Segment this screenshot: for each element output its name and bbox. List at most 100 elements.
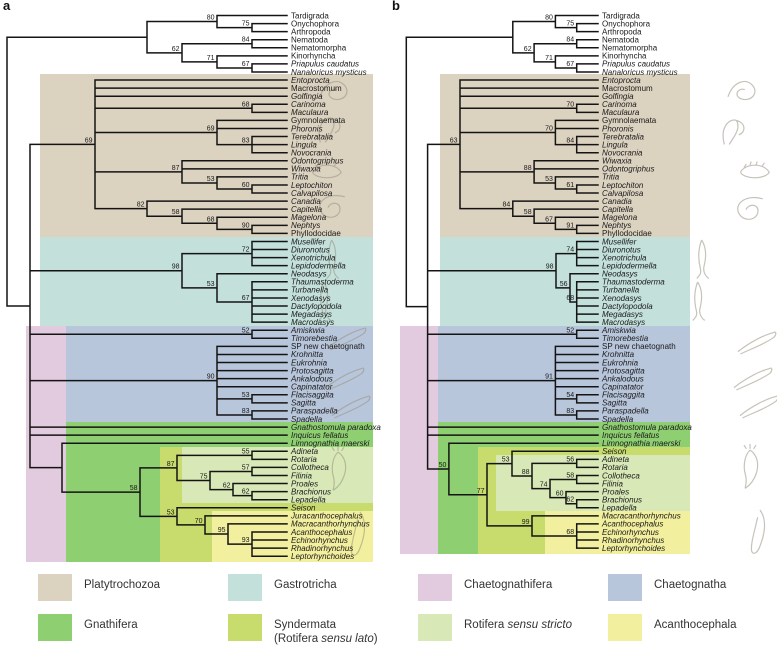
taxon-label: Krohnitta [602,350,635,359]
taxon-label: Nematoda [291,36,328,45]
taxon-label: Brachionus [291,487,331,496]
support-value: 98 [172,264,180,271]
taxon-label: Carinoma [602,100,637,109]
taxon-label: Calvapilosa [291,189,333,198]
taxon-label: Macrodasys [602,318,645,327]
arrow-worm-silhouette [327,327,367,351]
annelid-coil-silhouette [319,195,345,218]
taxon-label: Gymnolaemata [602,116,657,125]
legend-label: Acanthocephala [654,619,737,631]
taxon-label: Onychophora [291,19,340,28]
taxon-label: Arthropoda [602,27,642,36]
tree-b-support-values: 7580846771627084706153889167588463746856… [439,15,575,536]
support-value: 58 [172,209,180,216]
clade-block-chaetognathifera [400,326,438,554]
support-value: 70 [195,518,203,525]
taxon-label: Nematomorpha [602,44,658,53]
support-value: 84 [242,37,250,44]
taxon-label: Terebratalia [602,132,645,141]
panel-label-b: b [392,0,400,13]
support-value: 53 [242,392,250,399]
taxon-label: Gnathostomula paradoxa [602,423,692,432]
taxon-label: Novocrania [602,148,643,157]
support-value: 87 [172,165,180,172]
taxon-label: Macracanthorhynchus [291,520,370,529]
taxon-label: Krohnitta [291,350,324,359]
legend-label: Gnathifera [84,619,138,631]
support-value: 87 [167,461,175,468]
legend-label: Platytrochozoa [84,579,161,591]
support-value: 83 [242,408,250,415]
taxon-label: Golfingia [291,92,323,101]
taxon-label: Turbanella [602,286,640,295]
taxon-label: Leptochiton [291,181,333,190]
tree-a-branches [6,14,288,557]
support-value: 55 [242,448,250,455]
support-value: 52 [242,327,250,334]
taxon-label: Limnognathia maerski [602,439,680,448]
legend-swatch-acanthocephala [608,614,642,641]
taxon-label: Nanaloricus mysticus [291,68,367,77]
taxon-label: Neodasys [602,270,638,279]
clade-block-chaetognatha [66,326,373,422]
support-value: 91 [566,222,574,229]
support-value: 62 [566,497,574,504]
support-value: 68 [242,101,250,108]
support-value: 83 [242,138,250,145]
taxon-label: Musellifer [291,237,326,246]
taxon-label: Amiskwia [290,326,325,335]
support-value: 60 [242,182,250,189]
support-value: 98 [546,264,554,271]
arrow-worm-silhouette [733,367,773,391]
taxon-label: Tritia [602,173,620,182]
legend-item-platytrochozoa: Platytrochozoa [38,574,160,601]
support-value: 53 [545,176,553,183]
taxon-label: Ankalodous [290,374,333,383]
support-value: 53 [207,281,215,288]
tree-b-silhouettes [692,81,777,554]
legend-swatch-rotifera-sensu-stricto [418,614,452,641]
taxon-label: Filinia [291,471,312,480]
taxon-label: Lepidodermella [602,261,657,270]
panel-label-a: a [3,0,11,13]
taxon-label: Gnathostomula paradoxa [291,423,381,432]
clade-block-platytrochozoa [440,74,690,237]
clade-block-gastrotricha [440,237,690,326]
taxon-label: Timorebestia [291,334,338,343]
support-value: 67 [242,61,250,68]
taxon-label: Proales [291,479,318,488]
support-value: 50 [439,462,447,469]
rotifer-silhouette [743,443,759,489]
taxon-label: Nephtys [602,221,631,230]
taxon-label: Diuronotus [291,245,330,254]
legend-swatch-gastrotricha [228,574,262,601]
support-value: 67 [242,295,250,302]
clade-block-gnathifera-column [438,447,478,554]
taxon-label: Proales [602,487,629,496]
taxon-label: Terebratalia [291,132,334,141]
taxon-label: Odontogriphus [291,157,343,166]
support-value: 52 [566,327,574,334]
support-value: 58 [524,209,532,216]
support-value: 56 [560,281,568,288]
clade-block-acanthocephala [212,511,373,562]
support-value: 62 [242,489,250,496]
support-value: 84 [566,138,574,145]
legend-item-gastrotricha: Gastrotricha [228,574,337,601]
taxon-label: Wiwaxia [291,165,321,174]
acantho-worm-silhouette [750,509,766,554]
taxon-label: Dactylopodola [602,302,653,311]
support-value: 80 [545,15,553,22]
taxon-label: Leptorhynchoides [602,544,665,553]
legend-swatch-chaetognathifera [418,574,452,601]
tree-b-branches [405,14,599,549]
taxon-label: Carinoma [291,100,326,109]
taxon-label: Phoronis [291,124,323,133]
taxon-label: Nephtys [291,221,320,230]
taxon-label: Megadasys [291,310,332,319]
taxon-label: Maculaura [602,108,640,117]
taxon-label: Flacisaggita [291,391,334,400]
taxon-label: Thaumastoderma [291,278,354,287]
legend-label: Rotifera sensu stricto [464,619,573,631]
